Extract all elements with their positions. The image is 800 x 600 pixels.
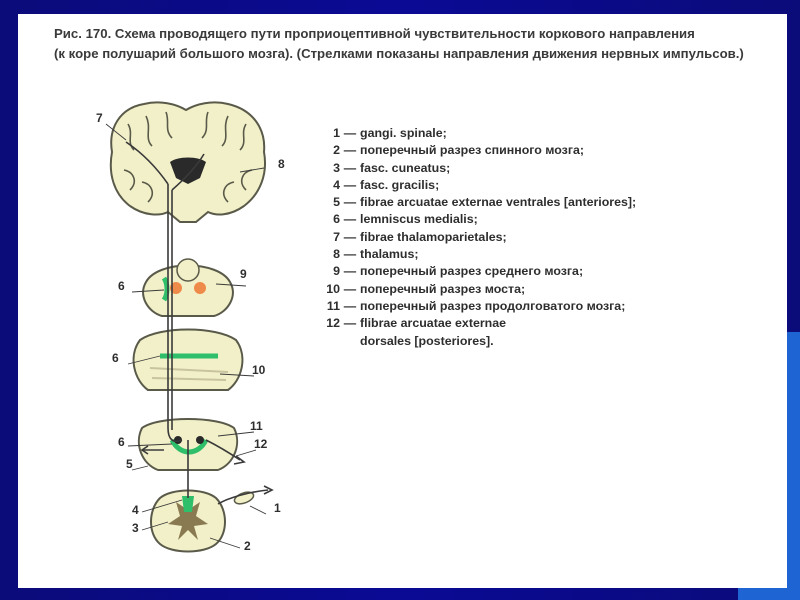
legend-item: 10—поперечный разрез моста; — [318, 281, 636, 298]
figure-legend: 1—gangi. spinale; 2—поперечный разрез сп… — [318, 125, 636, 350]
spinal-ganglion — [218, 486, 272, 506]
pathway-diagram: 7 8 9 6 6 10 11 6 12 5 4 1 3 2 — [68, 94, 308, 564]
legend-item-continuation: dorsales [posteriores]. — [318, 333, 636, 350]
label-6-pons: 6 — [112, 351, 119, 365]
label-12: 12 — [254, 437, 268, 451]
legend-item: 8—thalamus; — [318, 246, 636, 263]
label-6-medulla: 6 — [118, 435, 125, 449]
legend-item: 6—lemniscus medialis; — [318, 211, 636, 228]
label-8: 8 — [278, 157, 285, 171]
label-2: 2 — [244, 539, 251, 553]
slide-page: Рис. 170. Схема проводящего пути проприо… — [18, 14, 787, 588]
label-11: 11 — [250, 419, 263, 433]
figure-caption: Рис. 170. Схема проводящего пути проприо… — [54, 24, 784, 64]
legend-item: 7—fibrae thalamoparietales; — [318, 229, 636, 246]
label-3: 3 — [132, 521, 139, 535]
legend-item: 12—flibrae arcuatae externae — [318, 315, 636, 332]
legend-item: 1—gangi. spinale; — [318, 125, 636, 142]
label-9: 9 — [240, 267, 247, 281]
brain-section — [111, 102, 265, 222]
label-4: 4 — [132, 503, 139, 517]
label-1: 1 — [274, 501, 281, 515]
spinal-cord-section — [151, 491, 225, 552]
red-nucleus-right — [194, 282, 206, 294]
label-5: 5 — [126, 457, 133, 471]
legend-item: 11—поперечный разрез продолговатого мозг… — [318, 298, 636, 315]
caption-line-2: (к коре полушарий большого мозга). (Стре… — [54, 44, 784, 64]
midbrain-section — [143, 259, 233, 316]
pons-section — [134, 330, 243, 391]
legend-item: 5—fibrae arcuatae externae ventrales [an… — [318, 194, 636, 211]
label-10: 10 — [252, 363, 266, 377]
label-6-midbrain: 6 — [118, 279, 125, 293]
legend-item: 9—поперечный разрез среднего мозга; — [318, 263, 636, 280]
legend-item: 4—fasc. gracilis; — [318, 177, 636, 194]
caption-line-1: Рис. 170. Схема проводящего пути проприо… — [54, 24, 784, 44]
legend-item: 3—fasc. cuneatus; — [318, 160, 636, 177]
legend-item: 2—поперечный разрез спинного мозга; — [318, 142, 636, 159]
label-7: 7 — [96, 111, 103, 125]
